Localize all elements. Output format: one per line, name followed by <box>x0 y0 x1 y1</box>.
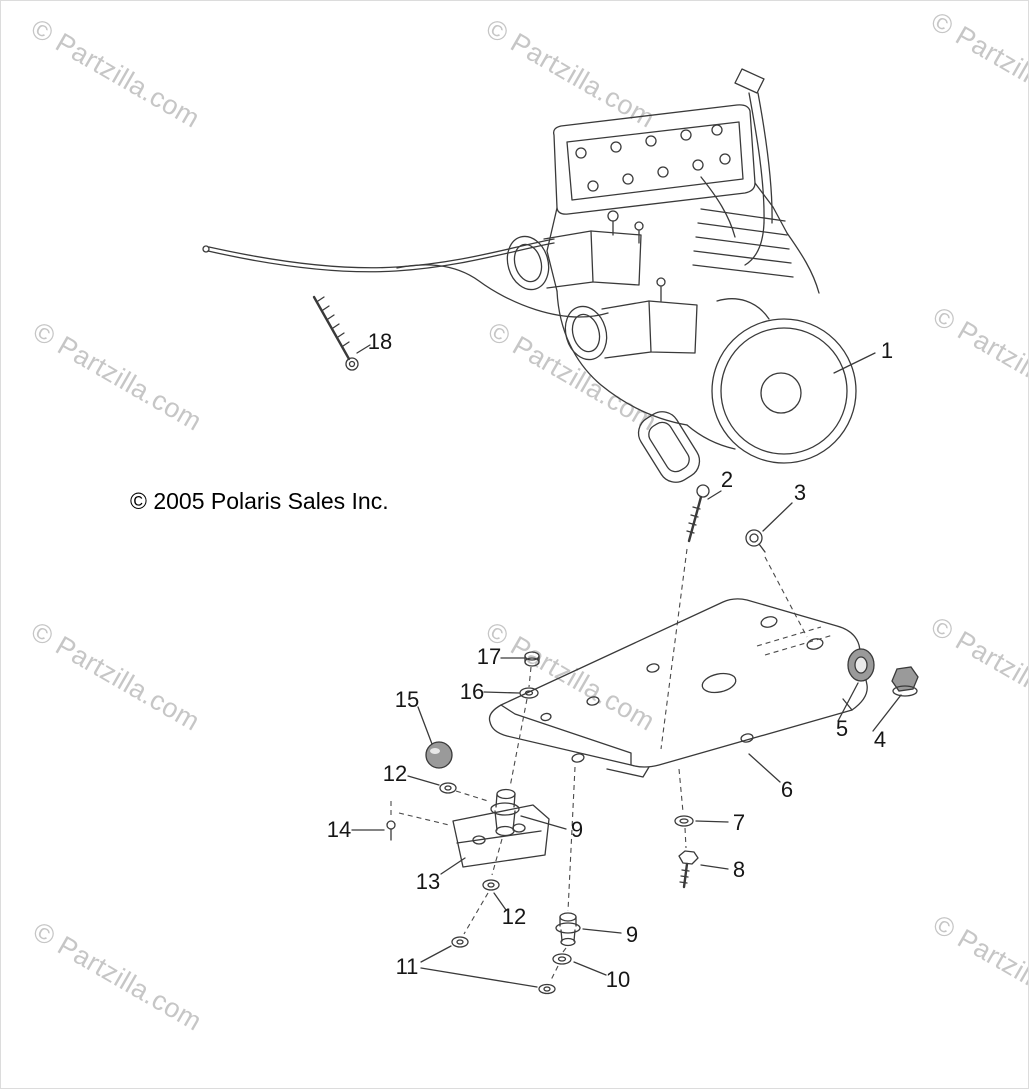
bolt-8 <box>679 851 698 887</box>
washer-10 <box>553 954 571 964</box>
carburetors <box>501 211 697 364</box>
callout-11: 11 <box>395 954 419 979</box>
bolt-3 <box>746 530 765 552</box>
throttle-cable <box>203 239 608 317</box>
callout-17: 17 <box>476 644 502 669</box>
callout-9: 9 <box>570 817 584 842</box>
callout-16: 16 <box>459 679 485 704</box>
callout-10: 10 <box>605 967 631 992</box>
leader-lines <box>352 345 901 987</box>
mount-stud-lower-9 <box>556 913 580 946</box>
callout-9: 9 <box>625 922 639 947</box>
bolt-18 <box>314 297 358 370</box>
grommet-5 <box>848 649 874 681</box>
washer-11-right <box>539 985 555 994</box>
callout-18: 18 <box>367 329 393 354</box>
washer-12-lower <box>483 880 499 890</box>
callout-3: 3 <box>793 480 807 505</box>
washer-11-left <box>452 937 468 947</box>
callout-6: 6 <box>780 777 794 802</box>
engine-assembly <box>203 69 856 489</box>
valve-cover-bolts <box>576 125 730 191</box>
callout-2: 2 <box>720 467 734 492</box>
bracket-13 <box>453 805 549 867</box>
nut-17 <box>525 652 539 666</box>
washer-7 <box>675 816 693 826</box>
mount-cap-15 <box>426 742 452 768</box>
nut-4 <box>892 667 918 696</box>
washer-12-upper <box>440 783 456 793</box>
callout-15: 15 <box>394 687 420 712</box>
exhaust-outlet <box>632 405 706 488</box>
bolt-2 <box>687 485 709 541</box>
callout-12: 12 <box>501 904 527 929</box>
callout-1: 1 <box>880 338 894 363</box>
callout-8: 8 <box>732 857 746 882</box>
callout-5: 5 <box>835 716 849 741</box>
callout-12: 12 <box>382 761 408 786</box>
callout-4: 4 <box>873 727 887 752</box>
callout-14: 14 <box>326 817 352 842</box>
washer-16 <box>520 688 538 698</box>
callout-7: 7 <box>732 810 746 835</box>
copyright-text: © 2005 Polaris Sales Inc. <box>130 488 389 514</box>
callout-13: 13 <box>415 869 441 894</box>
pin-14 <box>387 821 395 840</box>
